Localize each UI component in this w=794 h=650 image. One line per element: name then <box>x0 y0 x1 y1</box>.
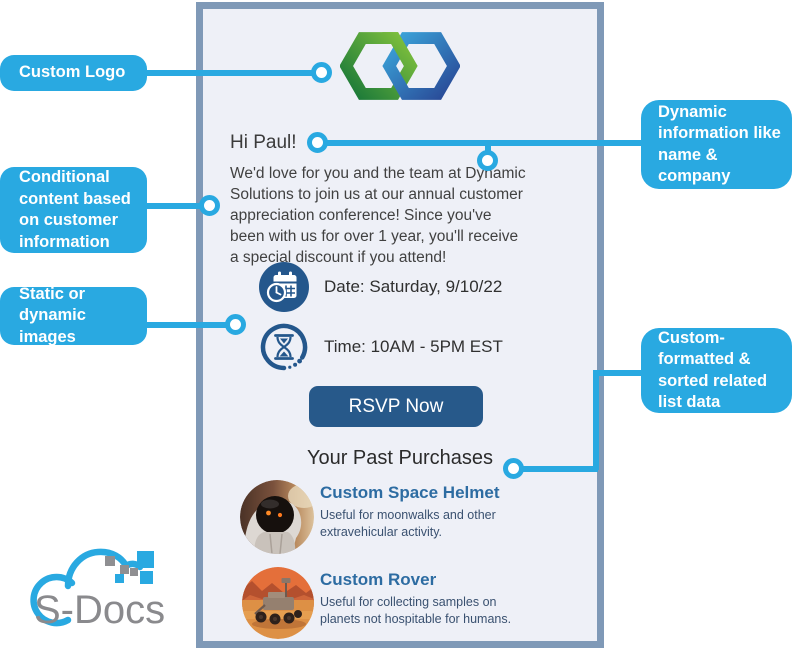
date-text: Date: Saturday, 9/10/22 <box>324 277 503 296</box>
calendar-icon <box>259 262 309 312</box>
connector-line-logo <box>146 70 323 76</box>
date-row: Date: Saturday, 9/10/22 <box>259 262 502 312</box>
connector-dot-purchases <box>503 458 524 479</box>
connector-line-static <box>146 322 237 328</box>
rsvp-button[interactable]: RSVP Now <box>309 386 483 427</box>
callout-static-images: Static or dynamic images <box>0 285 147 346</box>
connector-dot-greeting <box>307 132 328 153</box>
callout-custom-logo: Custom Logo <box>0 55 147 91</box>
sdocs-wordmark: S-Docs <box>34 588 165 632</box>
connector-line-conditional <box>146 203 211 209</box>
time-row: Time: 10AM - 5PM EST <box>259 322 503 372</box>
sdocs-logo: S-Docs <box>22 533 180 641</box>
connector-line-list-b <box>596 370 641 376</box>
hourglass-icon <box>259 322 309 372</box>
email-body-text: We'd love for you and the team at Dynami… <box>230 165 526 266</box>
purchase-title-link[interactable]: Custom Rover <box>320 570 437 589</box>
connector-line-list-a <box>514 466 598 472</box>
connector-line-dynamic <box>318 140 641 146</box>
callout-list-data: Custom-formatted & sorted related list d… <box>641 328 792 413</box>
purchases-heading: Your Past Purchases <box>306 447 494 469</box>
purchase-description: Useful for moonwalks and other extravehi… <box>320 508 496 539</box>
company-knot-logo-icon <box>339 22 461 110</box>
greeting-text: Hi Paul! <box>230 132 297 153</box>
connector-dot-logo <box>311 62 332 83</box>
rover-avatar <box>242 567 314 639</box>
connector-dot-static <box>225 314 246 335</box>
connector-dot-company <box>477 150 498 171</box>
time-text: Time: 10AM - 5PM EST <box>324 337 503 356</box>
purchase-item: Custom Space Helmet Useful for moonwalks… <box>320 483 518 540</box>
connector-dot-conditional <box>199 195 220 216</box>
callout-conditional-content: Conditional content based on customer in… <box>0 167 147 253</box>
purchase-description: Useful for collecting samples on planets… <box>320 595 512 626</box>
purchase-title-link[interactable]: Custom Space Helmet <box>320 483 500 502</box>
callout-dynamic-info: Dynamic information like name & company <box>641 100 792 189</box>
astronaut-avatar <box>240 480 314 554</box>
connector-line-list-vertical <box>593 370 599 470</box>
purchase-item: Custom Rover Useful for collecting sampl… <box>320 570 518 627</box>
